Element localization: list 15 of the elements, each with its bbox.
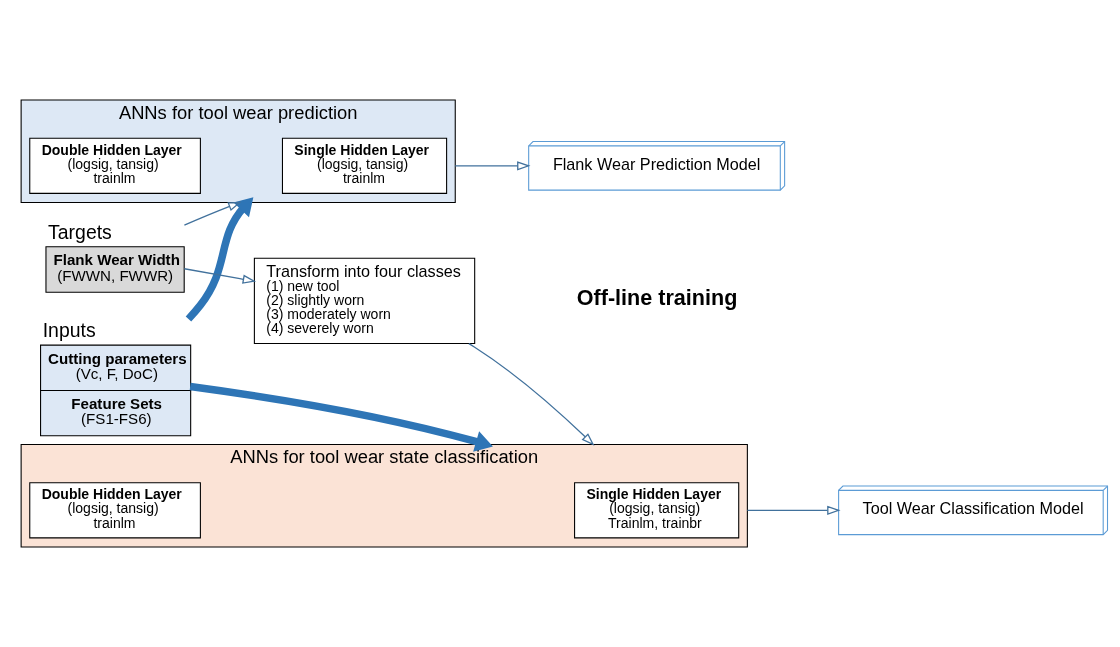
arrow (183, 268, 257, 284)
arrow (454, 161, 531, 171)
arrow (189, 382, 493, 452)
node-box: Transform into four classes (1) new tool (2) slightly worn (3) moderately worn (4) severely worn (253, 257, 476, 345)
node-box: Double Hidden Layer (logsig, tansig) trainlm (29, 137, 201, 194)
node-box: Double Hidden Layer (logsig, tansig) trainlm (29, 482, 201, 539)
label: Off-line training (576, 285, 738, 311)
arrow (183, 201, 242, 226)
node-label: Targets (48, 220, 112, 243)
node-box: Single Hidden Layer (logsig, tansig) trainlm (281, 137, 448, 194)
arrow (746, 505, 841, 515)
node-label: Inputs (42, 318, 96, 341)
arrow (185, 197, 254, 322)
arrow (468, 343, 595, 446)
node-box: Single Hidden Layer (logsig, tansig) Trainlm, trainbr (574, 482, 740, 539)
